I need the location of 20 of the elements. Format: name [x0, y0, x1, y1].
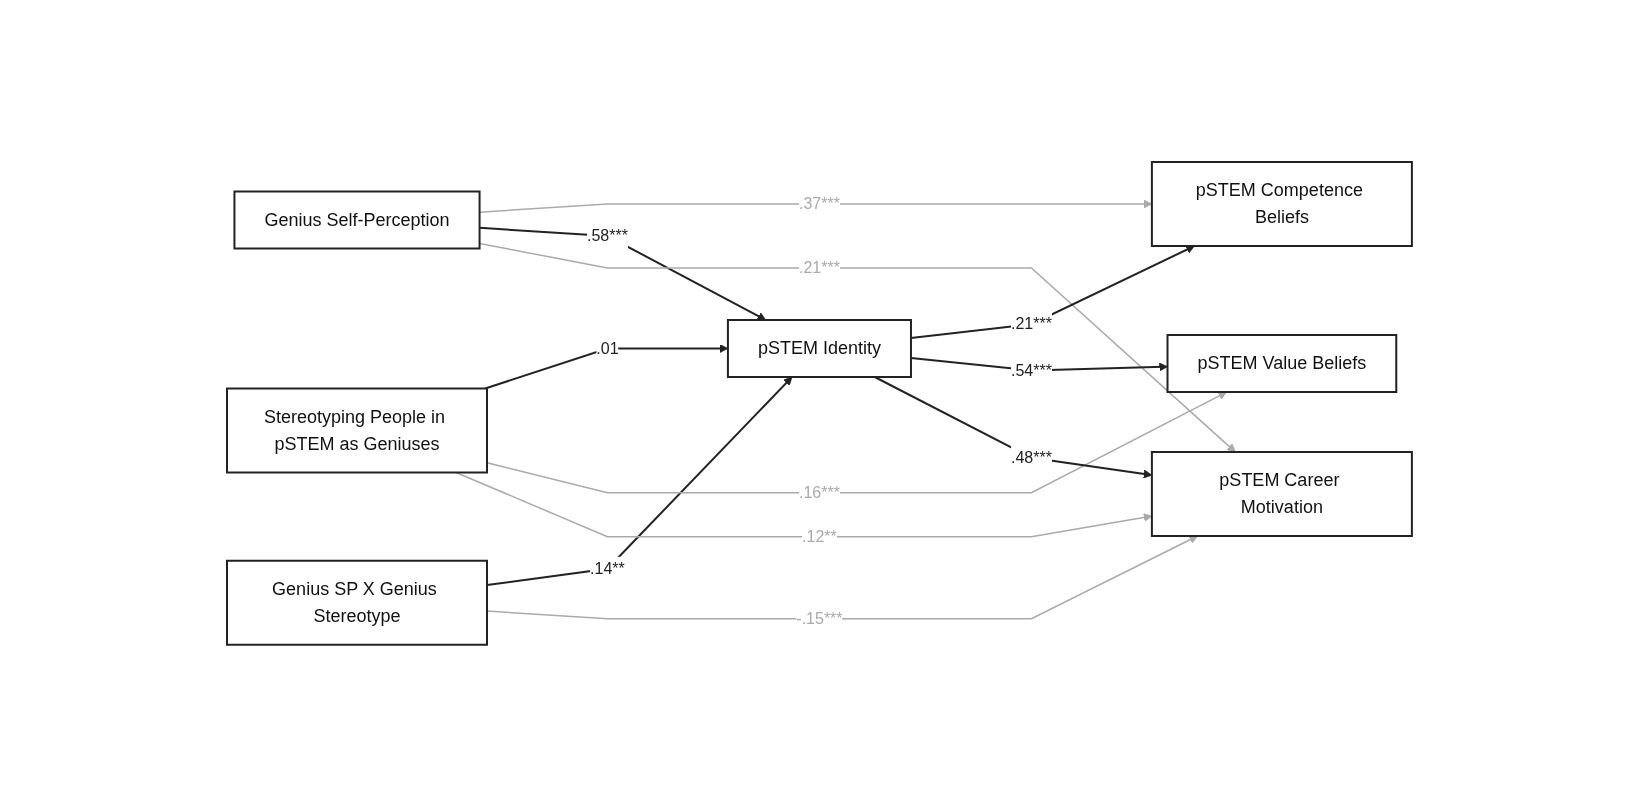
node-box: pSTEM Identity [726, 318, 912, 378]
edge-label: .21*** [1010, 314, 1052, 332]
edge-label: .48*** [1010, 448, 1052, 466]
edge-label: -.15*** [795, 609, 843, 627]
arrow [873, 375, 1152, 478]
node-box: pSTEM Career Motivation [1150, 450, 1413, 537]
arrow [483, 343, 728, 390]
edge-label: .58*** [586, 226, 628, 244]
edge-label: .14** [589, 559, 625, 577]
edge-label: .12** [801, 527, 837, 545]
node-box: Genius SP X Genius Stereotype [225, 559, 488, 646]
node-box: pSTEM Value Beliefs [1166, 333, 1397, 393]
node-box: Stereotyping People in pSTEM as Geniuses [225, 387, 488, 474]
edge-label: .01 [595, 339, 619, 357]
node-box: pSTEM Competence Beliefs [1150, 160, 1413, 247]
edge-label: .21*** [798, 258, 840, 276]
node-box: Genius Self-Perception [233, 190, 481, 250]
edge-label: .16*** [798, 483, 840, 501]
edge-label: .54*** [1010, 361, 1052, 379]
edge-label: .37*** [798, 194, 840, 212]
